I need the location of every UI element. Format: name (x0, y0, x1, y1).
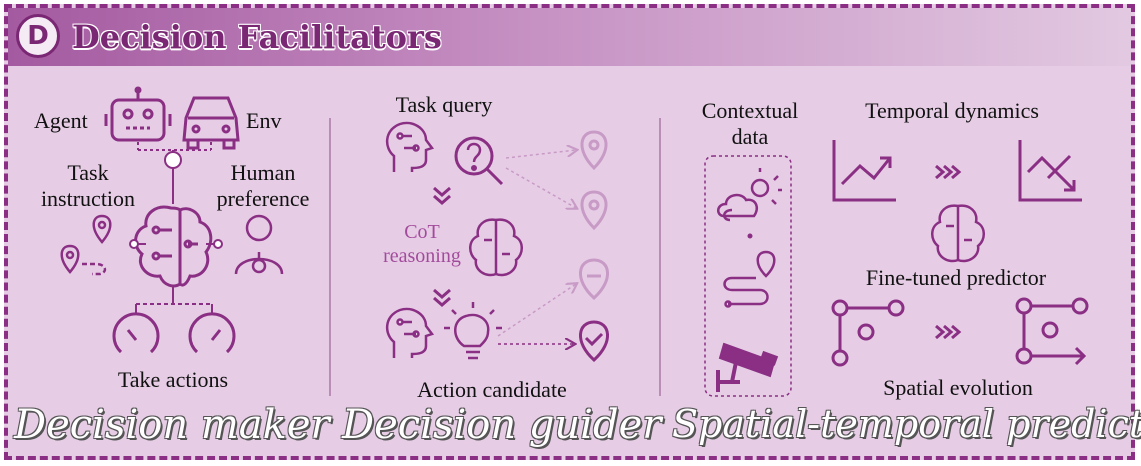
spatial-graph-icon-1 (831, 299, 905, 367)
action-candidate-label: Action candidate (417, 377, 567, 402)
take-actions-label: Take actions (118, 367, 228, 392)
header-bar: D Decision Facilitators (8, 8, 1131, 66)
section-title-decision-maker: Decision maker (14, 402, 330, 448)
cot-label-2: reasoning (383, 245, 461, 267)
user-icon (234, 214, 284, 275)
spatial-evolution-label: Spatial evolution (883, 375, 1033, 400)
head-circuit-icon (386, 121, 435, 172)
contextual-label-1: Contextual (702, 98, 799, 123)
contextual-data-box (704, 155, 792, 397)
map-pin-light-icon-1 (580, 130, 608, 171)
car-icon (182, 96, 240, 150)
cot-label-1: CoT (404, 221, 440, 243)
lightbulb-icon (444, 302, 502, 360)
minus-pin-icon (579, 258, 609, 301)
gauge-icon-right (188, 312, 236, 354)
trend-down-icon (1018, 140, 1082, 202)
chevrons-right-icon-2 (935, 324, 962, 340)
robot-icon (104, 86, 172, 142)
spatial-graph-icon-2 (1015, 297, 1089, 366)
chevrons-right-icon-1 (935, 164, 962, 180)
section-badge: D (16, 14, 60, 58)
section-title-spatial-temporal-predictor: Spatial-temporal predictor (672, 402, 1141, 446)
camera-icon (716, 342, 779, 392)
brain-icon-2 (931, 204, 985, 263)
temporal-dynamics-label: Temporal dynamics (865, 98, 1039, 123)
human-preference-label-1: Human (231, 160, 296, 185)
diagram-canvas: Agent Env Task instruction Human prefere… (34, 86, 1089, 402)
task-instruction-label-1: Task (67, 160, 108, 185)
brain-icon (469, 218, 523, 277)
agent-label: Agent (34, 108, 88, 133)
env-label: Env (246, 108, 281, 133)
junction-node (164, 151, 182, 169)
map-pin-light-icon-2 (580, 190, 608, 231)
magnifier-question-icon (454, 136, 504, 186)
chevrons-down-icon-2 (433, 288, 451, 307)
fine-tuned-predictor-label: Fine-tuned predictor (866, 265, 1047, 290)
header-title: Decision Facilitators (72, 18, 442, 56)
section-title-decision-guider: Decision guider (342, 402, 662, 448)
contextual-label-2: data (732, 124, 769, 149)
map-pin-icon (60, 214, 112, 276)
weather-icon (717, 168, 782, 222)
chevrons-down-icon-1 (433, 186, 451, 205)
brain-circuit-icon (134, 205, 213, 288)
human-preference-label-2: preference (217, 186, 310, 211)
head-circuit-icon-2 (386, 307, 435, 358)
trend-up-icon (832, 140, 896, 202)
decision-facilitators-panel: D Decision Facilitators Agent (4, 4, 1141, 460)
check-pin-icon (579, 320, 609, 363)
route-icon (723, 250, 776, 308)
gauge-icon-left (112, 312, 160, 354)
task-instruction-label-2: instruction (41, 186, 135, 211)
task-query-label: Task query (396, 92, 493, 117)
